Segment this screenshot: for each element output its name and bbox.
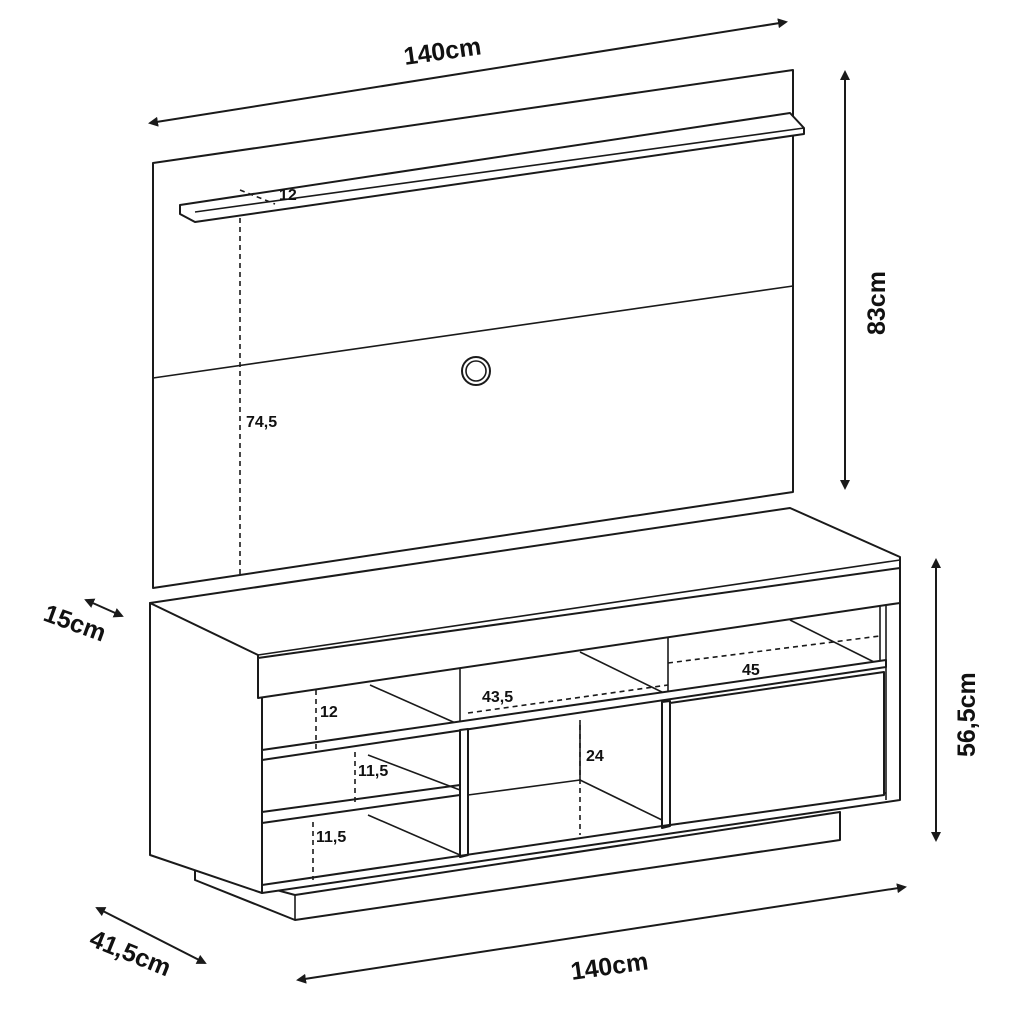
niche-middle-width-label: 43,5 [482,689,513,706]
panel-width-label: 140cm [402,32,483,71]
top-band [257,567,901,699]
tv-rack: 12 43,5 45 11,5 24 11,5 [149,507,901,921]
niche-left-bottom-height-label: 11,5 [316,829,346,846]
wall-panel: 12 74,5 [152,69,805,589]
dimension-arrows [84,18,941,984]
rack-depth-label: 41,5cm [86,925,175,983]
panel-shelf [179,112,805,223]
niche-right-width-label: 45 [742,662,760,679]
niche-top-height-label: 12 [320,704,338,721]
rack-width-label: 140cm [569,947,650,986]
panel-height-label: 83cm [863,271,891,335]
niche-left-mid-height-label: 11,5 [358,763,388,780]
niche-center-height-label: 24 [586,748,604,765]
shelf-depth-label: 12 [279,187,297,204]
shelf-height-label: 74,5 [246,414,277,431]
rack-door[interactable] [669,671,885,826]
rack-height-label: 56,5cm [953,672,981,757]
